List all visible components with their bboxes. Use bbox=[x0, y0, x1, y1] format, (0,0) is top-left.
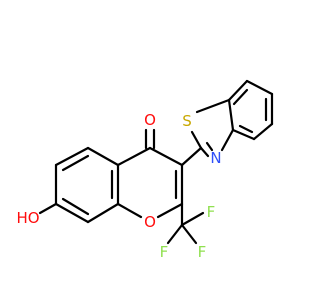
bond bbox=[232, 88, 249, 106]
structure-canvas: O O HO S N F F F bbox=[16, 79, 274, 261]
bond bbox=[245, 79, 274, 96]
bonds bbox=[38, 79, 274, 245]
molecule-structure: O O HO S N F F F bbox=[16, 79, 274, 261]
atom-labels: O O HO S N F F F bbox=[16, 111, 221, 261]
bond bbox=[61, 197, 90, 216]
ring-oxygen-label: O bbox=[144, 213, 156, 231]
bond bbox=[86, 202, 120, 224]
bond bbox=[199, 146, 210, 158]
bond bbox=[116, 146, 152, 167]
bond bbox=[190, 130, 203, 150]
bond bbox=[238, 124, 254, 134]
bond bbox=[252, 122, 274, 141]
bond bbox=[220, 128, 235, 152]
bond bbox=[61, 154, 90, 172]
bond bbox=[148, 146, 184, 167]
bond bbox=[231, 128, 256, 141]
bond bbox=[227, 98, 235, 132]
bond bbox=[227, 79, 249, 102]
bond bbox=[195, 98, 231, 114]
bond bbox=[54, 202, 90, 224]
bond bbox=[54, 146, 90, 167]
bond bbox=[156, 202, 184, 219]
bond bbox=[180, 211, 205, 227]
fluorine-label: F bbox=[207, 203, 216, 221]
nitrogen-label: N bbox=[210, 149, 221, 167]
bond bbox=[180, 223, 198, 245]
bond bbox=[116, 202, 143, 219]
fluorine-label: F bbox=[160, 243, 169, 261]
fluorine-label: F bbox=[198, 243, 207, 261]
sulfur-label: S bbox=[182, 112, 192, 130]
bond bbox=[38, 202, 58, 215]
bond bbox=[180, 146, 203, 167]
hydroxyl-label: HO bbox=[16, 209, 39, 227]
bond bbox=[205, 141, 214, 152]
bond bbox=[166, 223, 184, 245]
carbonyl-oxygen-label: O bbox=[144, 111, 156, 129]
bond bbox=[86, 146, 120, 167]
